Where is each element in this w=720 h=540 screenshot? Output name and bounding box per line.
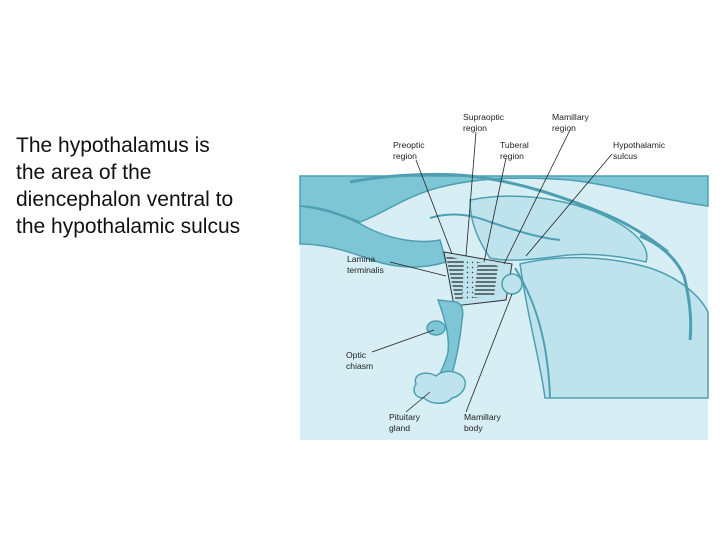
fornix (349, 172, 669, 254)
slide-text: The hypothalamus is the area of the dien… (16, 132, 301, 240)
optic-chiasm-shape (426, 320, 446, 336)
text-line: The hypothalamus is (16, 134, 210, 157)
corpus-callosum (299, 175, 709, 223)
supraoptic-dots (462, 260, 478, 300)
preoptic-hatch (446, 256, 464, 302)
label-hypothalamic-sulcus: Hypothalamic sulcus (613, 140, 667, 161)
leader-lines (371, 129, 613, 413)
label-pituitary-gland: Pituitary gland (389, 412, 422, 433)
text-line: the area of the (16, 161, 152, 184)
tuberal-hatch (474, 262, 498, 298)
label-mamillary-body: Mamillary body (464, 412, 503, 433)
label-supraoptic: Supraoptic region (463, 112, 506, 133)
third-ventricle-wall (429, 213, 561, 241)
thalamus (469, 195, 648, 263)
text-line: the hypothalamic sulcus (16, 215, 241, 238)
brainstem (519, 256, 709, 399)
hypothalamus-diagram: Supraoptic region Mamillary region Preop… (299, 112, 709, 440)
label-preoptic: Preoptic region (393, 140, 427, 161)
label-mamillary-region: Mamillary region (552, 112, 591, 133)
cerebellum-fold (639, 234, 693, 341)
text-line: diencephalon ventral to (16, 188, 234, 211)
pituitary-shape (413, 370, 466, 404)
label-optic-chiasm: Optic chiasm (346, 350, 373, 371)
label-lamina-terminalis: Lamina terminalis (347, 254, 384, 275)
mamillary-body-shape (501, 273, 523, 295)
label-tuberal: Tuberal region (500, 140, 531, 161)
